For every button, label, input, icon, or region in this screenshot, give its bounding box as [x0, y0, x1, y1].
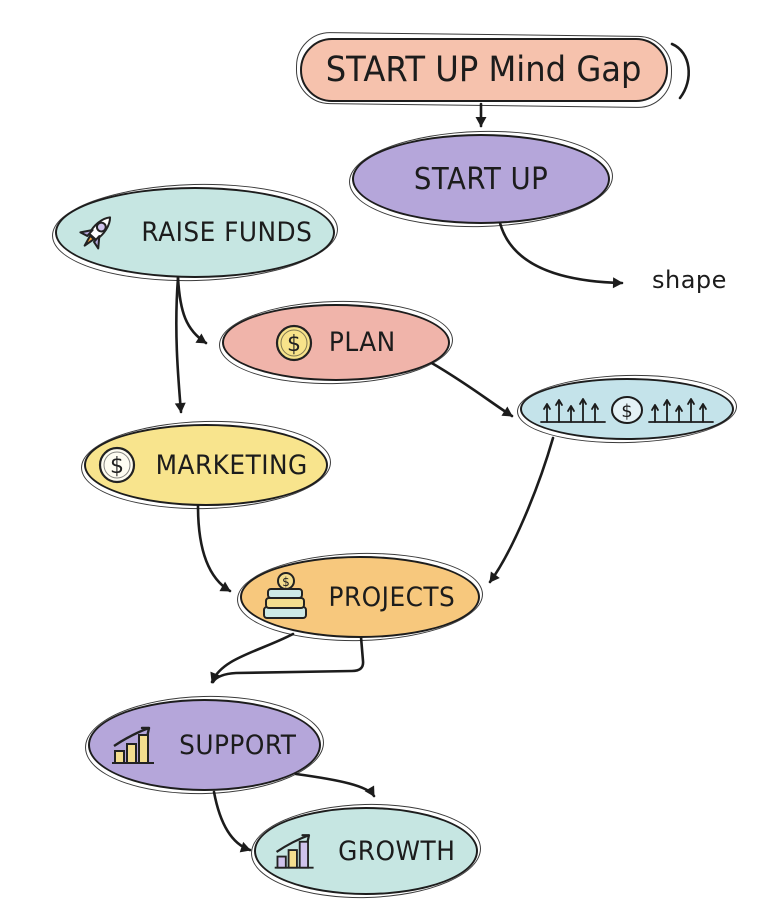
- node-marketing: $ MARKETING: [84, 424, 328, 506]
- node-raise-funds: RAISE FUNDS: [55, 187, 335, 278]
- connector-support-to-growth-top: [294, 772, 376, 798]
- node-label: PROJECTS: [328, 581, 456, 613]
- node-label: MARKETING: [155, 449, 309, 481]
- dollar-glyph: $: [287, 332, 301, 357]
- dollar-glyph: $: [282, 575, 290, 589]
- node-label: SUPPORT: [178, 729, 297, 761]
- node-label: START UP: [413, 161, 549, 197]
- dollar-trend-pins-icon: $: [535, 388, 719, 430]
- connector-marketing-to-projects: [196, 504, 232, 593]
- connector-moneygrowth-to-projects: [488, 436, 555, 584]
- rocket-icon: [70, 207, 122, 259]
- connector-startup-to-shape: [498, 221, 624, 289]
- money-stack-icon: $: [259, 571, 311, 623]
- connector-raisefunds-to-plan: [176, 276, 208, 345]
- bar-chart-up-icon: [108, 722, 162, 768]
- bar-chart-up-icon: [271, 829, 321, 873]
- connector-projects-to-support-curve: [210, 632, 295, 684]
- dollar-coin-icon: $: [274, 323, 314, 363]
- node-support: SUPPORT: [88, 699, 321, 791]
- node-plan: $ PLAN: [222, 304, 450, 381]
- node-projects: $ PROJECTS: [240, 556, 480, 638]
- title-label: START UP Mind Gap: [326, 50, 642, 90]
- node-label: RAISE FUNDS: [141, 217, 313, 248]
- dollar-glyph: $: [110, 454, 124, 479]
- node-startup: START UP: [352, 134, 610, 224]
- connector-plan-to-moneygrowth: [428, 360, 514, 418]
- node-title: START UP Mind Gap: [300, 38, 668, 102]
- title-flourish-stroke: [670, 42, 690, 100]
- node-label: GROWTH: [338, 835, 456, 867]
- node-label: PLAN: [328, 327, 396, 358]
- connector-support-to-growth-left: [212, 790, 252, 853]
- dollar-coin-icon: $: [97, 445, 137, 485]
- shape-annotation: shape: [652, 266, 727, 294]
- node-money-growth: $: [520, 378, 734, 440]
- node-growth: GROWTH: [254, 807, 478, 895]
- connector-projects-to-support-elbow: [211, 635, 365, 684]
- dollar-glyph: $: [621, 401, 632, 422]
- connector-raisefunds-to-marketing: [174, 276, 186, 414]
